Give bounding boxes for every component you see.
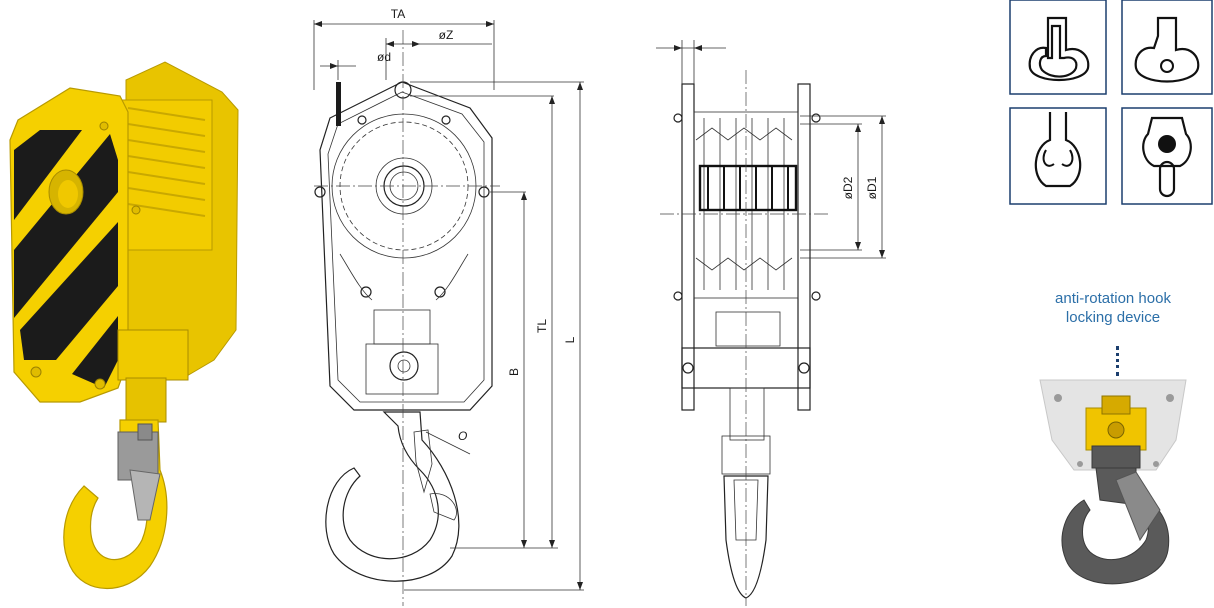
sheave-pack [695,118,798,290]
anti-rotation-hook-photo [1039,379,1187,585]
dim-l: L [563,336,577,343]
swivel-eye-hook-icon [1121,107,1213,205]
warning-stripes [14,130,118,388]
dim-od1: øD1 [865,176,879,199]
hook-type-icons [1009,0,1213,205]
dim-b: B [507,368,521,376]
hook-lock-caption: anti-rotation hook locking device [1018,289,1208,327]
caption-line-2: locking device [1065,309,1161,326]
hook-with-eye-icon [1121,0,1213,95]
safety-latch [117,423,161,521]
dim-od: ød [377,50,391,64]
rope-drum [119,99,213,251]
front-view-drawing: TA øZ ød B TL L O [313,7,584,606]
dim-tl: TL [535,319,549,333]
caption-line-1: anti-rotation hook [1055,290,1171,307]
dim-o: O [458,429,467,443]
dim-od2: øD2 [841,176,855,199]
dim-ta: TA [391,7,405,21]
hook-block-3d-render [9,61,239,589]
hook-with-safety-latch-icon [1009,0,1107,95]
caption-leader-dots [1116,346,1123,376]
double-hook-icon [1009,107,1107,205]
side-view-drawing: øD2 øD1 [656,40,886,606]
dim-oz: øZ [439,28,454,42]
